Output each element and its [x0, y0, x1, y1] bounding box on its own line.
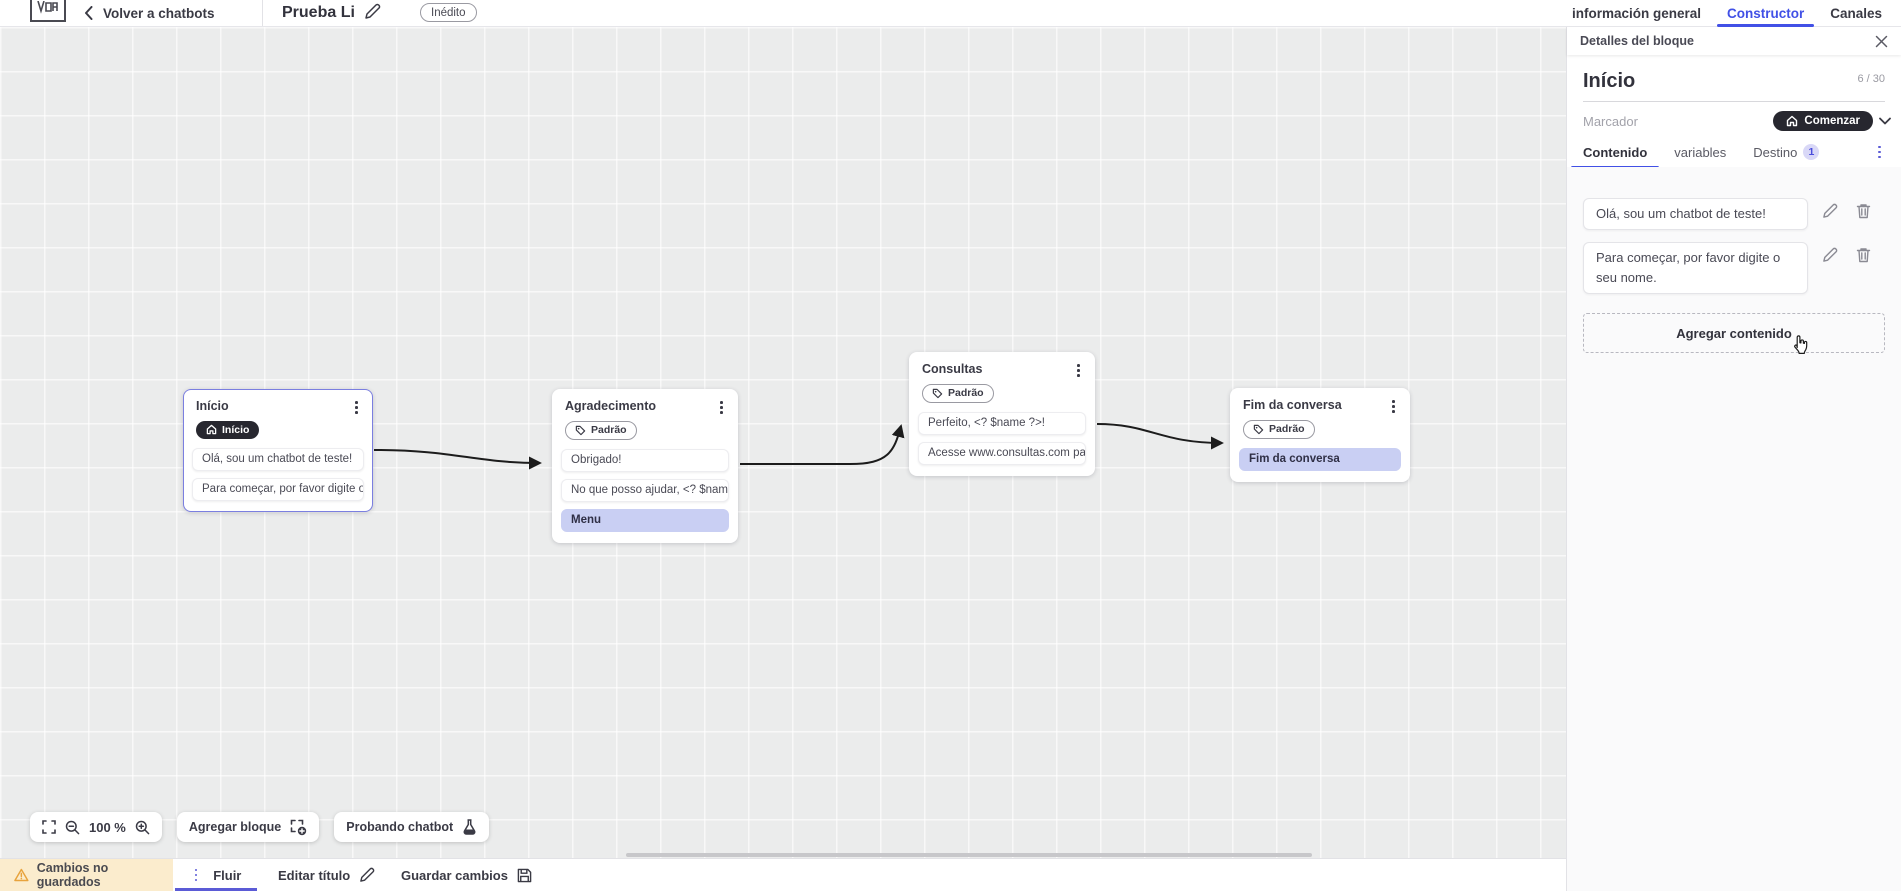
default-marker-badge: Padrão	[565, 420, 637, 440]
block-title: Fim da conversa	[1243, 398, 1342, 412]
block-title: Agradecimento	[565, 399, 656, 413]
block-menu-item[interactable]: Menu	[561, 508, 729, 532]
block-title: Início	[196, 399, 229, 413]
block-title: Consultas	[922, 362, 983, 376]
top-navigation-tabs: información general Constructor Canales	[1572, 0, 1882, 27]
content-item-row: Para começar, por favor digite o seu nom…	[1583, 242, 1885, 295]
chatbot-title: Prueba Li	[282, 4, 355, 21]
zoom-out-icon	[65, 820, 80, 834]
delete-content-button[interactable]	[1856, 247, 1871, 263]
default-marker-badge: Padrão	[1243, 419, 1315, 439]
default-marker-badge: Padrão	[922, 383, 994, 403]
zoom-in-button[interactable]	[135, 820, 150, 835]
content-item-row: Olá, sou um chatbot de teste!	[1583, 198, 1885, 231]
warning-icon	[14, 868, 29, 882]
marker-value-button[interactable]: Comenzar	[1773, 111, 1873, 131]
save-icon	[517, 868, 532, 882]
tab-informacion-general[interactable]: información general	[1572, 6, 1702, 21]
block-message-item[interactable]: Obrigado!	[561, 448, 729, 472]
trash-icon	[1856, 204, 1871, 219]
marker-dropdown-button[interactable]	[1879, 117, 1891, 125]
block-details-panel: Detalles del bloque Início 6 / 30 Marcad…	[1566, 27, 1901, 891]
pencil-icon	[1823, 247, 1838, 262]
flow-canvas[interactable]: Início Início Olá, sou um chatbot de tes…	[0, 27, 1566, 858]
zoom-out-button[interactable]	[65, 820, 80, 835]
content-text-box[interactable]: Para começar, por favor digite o seu nom…	[1583, 242, 1808, 295]
flow-block-fim-da-conversa[interactable]: Fim da conversa Padrão Fim da conversa	[1230, 388, 1410, 482]
back-to-chatbots-button[interactable]: Volver a chatbots	[84, 0, 215, 26]
unsaved-changes-banner: Cambios no guardados	[0, 859, 173, 891]
tab-constructor[interactable]: Constructor	[1716, 0, 1815, 27]
add-content-button[interactable]: Agregar contenido	[1583, 313, 1885, 354]
block-message-item[interactable]: Acesse www.consultas.com par...	[918, 441, 1086, 465]
canvas-controls: 100 % Agregar bloque Probando chatbot	[30, 812, 490, 842]
pencil-icon	[365, 3, 381, 19]
destino-count-badge: 1	[1803, 144, 1820, 160]
home-icon	[206, 425, 217, 435]
logo-glyph	[37, 1, 58, 14]
home-icon	[1787, 115, 1798, 127]
flow-block-inicio[interactable]: Início Início Olá, sou um chatbot de tes…	[183, 389, 373, 512]
top-bar: Volver a chatbots Prueba Li Inédito info…	[0, 0, 1901, 27]
edit-chatbot-title-button[interactable]	[364, 3, 381, 20]
edit-content-button[interactable]	[1822, 247, 1838, 263]
app-logo	[30, 0, 66, 22]
block-end-item[interactable]: Fim da conversa	[1239, 447, 1401, 471]
tag-icon	[575, 425, 586, 436]
close-icon	[1875, 35, 1888, 47]
save-changes-button[interactable]: Guardar cambios	[401, 859, 532, 891]
marker-label: Marcador	[1583, 113, 1638, 129]
test-chatbot-button[interactable]: Probando chatbot	[334, 812, 490, 842]
status-badge: Inédito	[420, 3, 477, 22]
delete-content-button[interactable]	[1856, 203, 1871, 219]
block-menu-icon[interactable]	[351, 399, 362, 416]
tab-canales[interactable]: Canales	[1830, 6, 1883, 21]
block-menu-icon[interactable]	[1388, 398, 1399, 415]
content-text-box[interactable]: Olá, sou um chatbot de teste!	[1583, 198, 1808, 231]
close-panel-button[interactable]	[1875, 35, 1888, 48]
edit-title-button[interactable]: Editar título	[278, 859, 375, 891]
title-underline	[1583, 101, 1885, 102]
header-divider	[262, 0, 263, 26]
block-name-input[interactable]: Início	[1583, 70, 1636, 92]
block-message-item[interactable]: Perfeito, <? $name ?>!	[918, 411, 1086, 435]
edit-content-button[interactable]	[1822, 203, 1838, 219]
panel-header: Detalles del bloque	[1567, 27, 1901, 55]
zoom-level: 100 %	[89, 819, 126, 835]
block-menu-icon[interactable]	[716, 399, 727, 416]
tag-icon	[932, 388, 943, 399]
fit-screen-button[interactable]	[42, 820, 56, 834]
back-label: Volver a chatbots	[103, 5, 215, 21]
tag-icon	[1253, 424, 1264, 435]
zoom-control-group: 100 %	[30, 812, 162, 842]
tab-contenido[interactable]: Contenido	[1570, 137, 1660, 169]
tab-destino[interactable]: Destino 1	[1753, 137, 1820, 168]
flow-block-consultas[interactable]: Consultas Padrão Perfeito, <? $name ?>! …	[909, 352, 1095, 476]
tab-variables[interactable]: variables	[1674, 144, 1727, 160]
flask-icon	[463, 819, 476, 835]
block-message-item[interactable]: Para começar, por favor digite o ...	[192, 477, 364, 501]
panel-tabs: Contenido variables Destino 1	[1567, 137, 1901, 169]
add-block-icon	[290, 819, 307, 835]
canvas-horizontal-scrollbar[interactable]	[626, 853, 1312, 857]
bottom-bar: Cambios no guardados Fluir Editar título…	[0, 858, 1566, 891]
chevron-left-icon	[85, 6, 93, 20]
panel-content-area: Olá, sou um chatbot de teste! Para	[1567, 167, 1901, 891]
flow-tab[interactable]: Fluir	[173, 859, 259, 891]
fit-screen-icon	[42, 820, 56, 834]
block-menu-icon[interactable]	[1073, 362, 1084, 379]
trash-icon	[1856, 248, 1871, 263]
panel-menu-icon[interactable]	[1874, 144, 1885, 161]
char-counter: 6 / 30	[1857, 73, 1885, 85]
add-block-button[interactable]: Agregar bloque	[176, 812, 320, 842]
block-message-item[interactable]: Olá, sou um chatbot de teste!	[192, 447, 364, 471]
pencil-icon	[1823, 203, 1838, 218]
chevron-down-icon	[1879, 117, 1891, 125]
zoom-in-icon	[135, 820, 150, 834]
flow-block-agradecimento[interactable]: Agradecimento Padrão Obrigado! No que po…	[552, 389, 738, 543]
start-marker-badge: Início	[196, 420, 260, 439]
block-message-item[interactable]: No que posso ajudar, <? $name ...	[561, 478, 729, 502]
flow-tab-menu-icon[interactable]	[191, 867, 202, 884]
pencil-icon	[360, 867, 375, 882]
